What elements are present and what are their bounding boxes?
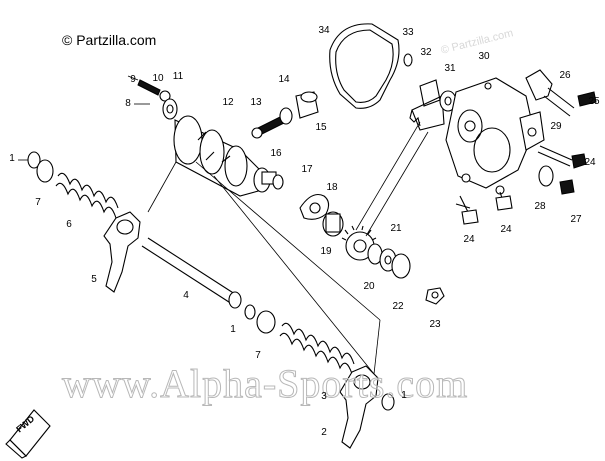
part-bracket-29 <box>519 111 545 151</box>
callout-24-right: 24 <box>584 157 596 168</box>
leader-lines <box>18 75 429 375</box>
part-shift-fork-2 <box>339 365 395 449</box>
part-bolt-24-lower-right <box>495 191 513 211</box>
callout-2: 2 <box>321 427 327 438</box>
callout-10: 10 <box>152 73 164 84</box>
part-collar-7-upper <box>36 159 54 183</box>
part-shift-fork-5 <box>103 211 141 293</box>
part-shift-drum <box>173 115 284 197</box>
part-bolt-24-lower-left <box>459 195 479 225</box>
callout-28: 28 <box>534 201 546 212</box>
part-bearing-14 <box>279 107 293 125</box>
callout-22: 22 <box>392 301 404 312</box>
part-shift-shaft-32 <box>409 79 445 131</box>
callout-26: 26 <box>559 70 571 81</box>
callout-1-lower: 1 <box>401 390 407 401</box>
callout-16: 16 <box>270 148 282 159</box>
callout-7-upper: 7 <box>35 197 41 208</box>
callout-27: 27 <box>570 214 582 225</box>
callout-4: 4 <box>183 290 189 301</box>
callout-5: 5 <box>91 274 97 285</box>
part-gasket-34 <box>329 23 400 109</box>
part-spring-3 <box>279 322 355 375</box>
callout-12: 12 <box>222 97 234 108</box>
callout-25: 25 <box>588 96 600 107</box>
part-shift-fork-shaft <box>141 237 242 309</box>
callout-19: 19 <box>320 246 332 257</box>
part-cover-30 <box>445 77 535 195</box>
callout-14: 14 <box>278 74 290 85</box>
callout-17: 17 <box>301 164 313 175</box>
callout-31: 31 <box>444 63 456 74</box>
part-bolt-9 <box>137 79 171 102</box>
part-nut-23 <box>425 287 445 305</box>
callout-8: 8 <box>125 98 131 109</box>
part-washer-28 <box>538 165 554 187</box>
callout-1-upper: 1 <box>9 153 15 164</box>
callout-24-middle: 24 <box>500 224 512 235</box>
part-collar-18 <box>322 211 344 237</box>
callout-1-middle: 1 <box>230 324 236 335</box>
part-washer-11 <box>162 98 178 120</box>
callout-30: 30 <box>478 51 490 62</box>
part-spring-6-upper <box>55 172 119 219</box>
callout-6: 6 <box>66 219 72 230</box>
callout-21: 21 <box>390 223 402 234</box>
part-bolt-27 <box>559 179 575 195</box>
part-bolt-25 <box>577 91 597 107</box>
callout-11: 11 <box>172 71 184 82</box>
callout-7-lower: 7 <box>255 350 261 361</box>
part-bolt-24-tail <box>455 203 471 209</box>
callout-13: 13 <box>250 97 262 108</box>
part-sleeve-15 <box>295 91 319 119</box>
part-circlip-1-lower <box>244 304 256 320</box>
part-pin-33 <box>403 53 413 67</box>
part-stopper-17 <box>299 193 330 220</box>
site-watermark: www.Alpha-Sports.com <box>61 361 469 407</box>
callout-33: 33 <box>402 27 414 38</box>
part-arm-26 <box>525 69 575 117</box>
part-bolt-24-right <box>537 145 587 169</box>
callout-20: 20 <box>363 281 375 292</box>
callout-29: 29 <box>550 121 562 132</box>
callout-24-left: 24 <box>463 234 475 245</box>
copyright-watermark: © Partzilla.com <box>62 32 157 48</box>
callout-32: 32 <box>420 47 432 58</box>
callout-3: 3 <box>321 391 327 402</box>
part-washer-22 <box>391 253 411 279</box>
part-collar-7-lower <box>256 310 276 334</box>
callout-18: 18 <box>326 182 338 193</box>
direction-indicator <box>5 409 51 459</box>
callout-15: 15 <box>315 122 327 133</box>
callout-9: 9 <box>130 74 136 85</box>
callout-23: 23 <box>429 319 441 330</box>
callout-34: 34 <box>318 25 330 36</box>
